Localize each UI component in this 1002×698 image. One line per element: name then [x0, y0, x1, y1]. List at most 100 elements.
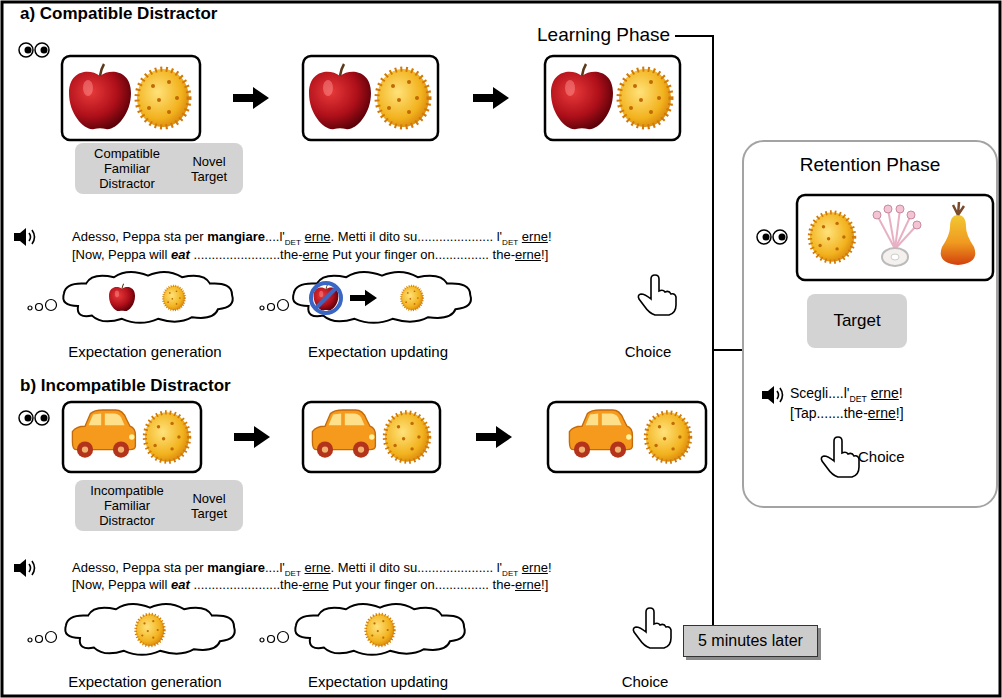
text-line: [Now, Peppa willeat.....................… [72, 577, 548, 593]
node-text: Compatible Familiar Distractor [83, 146, 171, 191]
text-line: Expectation generation [68, 673, 221, 691]
kiwano-picture [619, 69, 671, 127]
picture-frame [303, 56, 438, 140]
label-text: eat [171, 247, 190, 262]
label-text: !] [896, 405, 904, 421]
car-picture [312, 410, 375, 458]
label-text: erne [515, 577, 541, 592]
text-line: Learning Phase [537, 24, 670, 47]
label-text: b) Incompatible Distractor [20, 376, 231, 395]
text-line: Expectation updating [308, 343, 448, 361]
label-text: Adesso, Peppa sta per [72, 560, 204, 575]
label-text: a) Compatible Distractor [20, 4, 217, 23]
phase-bracket [713, 349, 742, 351]
picture-frame [62, 56, 200, 140]
node-text: Target [833, 311, 880, 331]
text-line: [Tap.......the-erne!] [790, 405, 904, 422]
kiwano-picture [646, 412, 690, 461]
text-line: a) Compatible Distractor [20, 4, 217, 24]
text-line: Scegli....l'DETerne! [790, 385, 903, 404]
apple-picture [309, 64, 371, 129]
condition-label: Incompatible Familiar Distractor Novel Ta… [75, 480, 243, 531]
node-text: Novel Target [183, 154, 235, 184]
label-text: erne [305, 229, 331, 244]
kiwano-picture [136, 614, 165, 646]
label-text: erne [305, 560, 331, 575]
thought-dots [260, 632, 289, 643]
label-text: [Now, Peppa will [72, 577, 167, 592]
label-text: ........................the- [193, 247, 302, 262]
thought-dots [28, 300, 57, 311]
text-line: Choice [625, 343, 672, 361]
eyes-icon [757, 230, 787, 244]
toy-picture [873, 205, 921, 266]
label-text: DET [285, 238, 301, 247]
text-line: Expectation updating [308, 673, 448, 691]
thought-cloud [293, 272, 471, 323]
forbidden-sign [315, 287, 337, 309]
label-text: Expectation generation [68, 343, 221, 360]
label-text: ! [548, 229, 552, 244]
sequence-arrow [233, 87, 269, 109]
thought-cloud [295, 604, 464, 655]
speaker-icon [762, 386, 783, 404]
label-text: Choice [622, 673, 669, 690]
label-text: Scegli....l' [790, 385, 849, 401]
text-line: Expectation generation [68, 343, 221, 361]
label-text: Put your finger on............... the- [332, 247, 515, 262]
speaker-icon [14, 228, 35, 246]
car-picture [569, 410, 632, 458]
sequence-arrow [234, 426, 270, 448]
label-text: ....l' [265, 560, 285, 575]
thought-cloud [65, 604, 234, 655]
apple-picture [69, 64, 131, 129]
label-text: [Tap.......the- [790, 405, 868, 421]
picture-frame [545, 56, 680, 140]
eyes-icon [19, 411, 49, 425]
label-text: [Now, Peppa will [72, 247, 167, 262]
label-text: . Metti il dito su..................... [331, 560, 494, 575]
kiwano-picture [145, 412, 189, 461]
label-text: Choice [858, 448, 905, 465]
toy-picture [941, 202, 976, 265]
label-text: erne [522, 229, 548, 244]
speaker-icon [14, 559, 35, 577]
label-text: DET [502, 238, 518, 247]
label-text: ....l' [265, 229, 285, 244]
phase-bracket [675, 36, 713, 625]
label-text: !] [541, 247, 548, 262]
label-text: DET [849, 394, 866, 404]
label-text: DET [285, 569, 301, 578]
node-text: Retention Phase [744, 154, 996, 176]
delay-box: 5 minutes later [683, 625, 818, 657]
label-text: Expectation updating [308, 343, 448, 360]
kiwano-picture [401, 286, 423, 310]
apple-picture [109, 284, 135, 311]
label-text: ! [899, 385, 903, 401]
text-line: [Now, Peppa will eat.....................… [72, 247, 548, 263]
text-line: Adesso, Peppa sta permangiare....l'DETer… [72, 560, 552, 578]
label-text: Adesso, Peppa sta per [72, 229, 204, 244]
picture-frame [63, 402, 201, 472]
kiwano-picture [163, 286, 185, 310]
kiwano-picture [137, 69, 189, 127]
sequence-arrow [473, 87, 509, 109]
forbidden-sign [311, 283, 341, 313]
label-text: !] [541, 577, 548, 592]
sequence-arrow [476, 426, 512, 448]
text-line: Choice [622, 673, 669, 691]
apple-picture [551, 64, 613, 129]
node-text: Incompatible Familiar Distractor [83, 483, 171, 528]
label-text: l' [497, 560, 502, 575]
text-line: Adesso, Peppa sta permangiare....l'DETer… [72, 229, 552, 247]
hand-icon [638, 275, 676, 315]
condition-label: Compatible Familiar Distractor Novel Targ… [75, 143, 243, 194]
node-text: Novel Target [183, 491, 235, 521]
label-text: Choice [625, 343, 672, 360]
text-line: Choice [858, 448, 905, 466]
kiwano-picture [810, 212, 854, 261]
target-label: Target [807, 294, 907, 348]
thought-dots [260, 300, 289, 311]
label-text: DET [502, 569, 518, 578]
